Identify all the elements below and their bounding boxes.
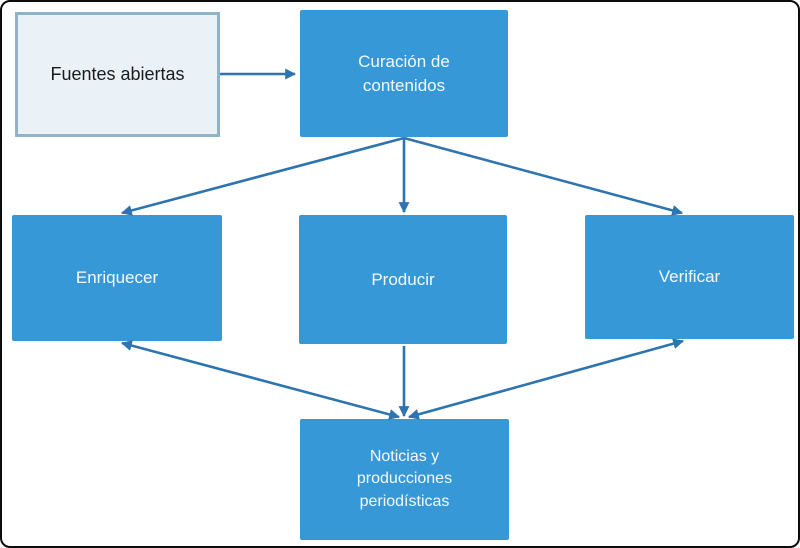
arrow-enriquecer-to-noticias [120,340,401,420]
node-noticias-producciones-periodisticas-label: Noticias y producciones periodísticas [356,447,453,510]
node-verificar-label: Verificar [658,267,721,287]
node-enriquecer: Enriquecer [12,215,222,341]
node-curacion-de-contenidos: Curación de contenidos [300,10,508,137]
node-curacion-de-contenidos-label: Curación de contenidos [358,51,450,95]
node-fuentes-abiertas-label: Fuentes abiertas [50,63,185,84]
node-fuentes-abiertas: Fuentes abiertas [15,12,220,137]
node-producir-label: Producir [371,269,435,289]
node-verificar: Verificar [585,215,794,339]
node-producir: Producir [299,215,507,344]
arrow-curacion-to-enriquecer [120,136,405,216]
arrow-curacion-to-verificar [403,136,684,216]
node-noticias-producciones-periodisticas: Noticias y producciones periodísticas [300,419,509,540]
arrow-verificar-to-noticias [407,338,685,420]
node-enriquecer-label: Enriquecer [75,268,159,288]
